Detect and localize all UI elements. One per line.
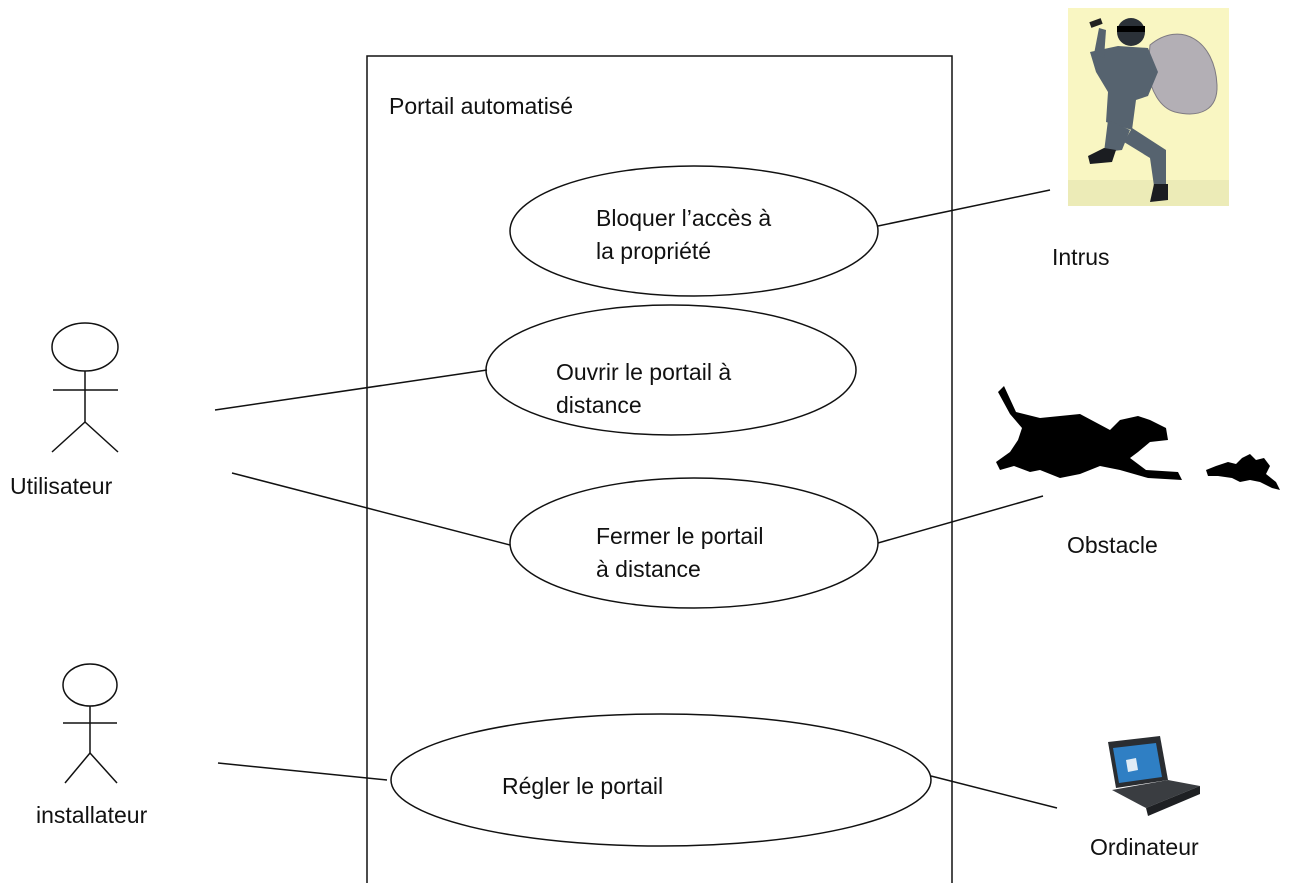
use-case-label-line: Fermer le portail <box>596 523 764 549</box>
actor-label-ordinateur: Ordinateur <box>1090 834 1199 860</box>
laptop-icon <box>1108 736 1200 816</box>
use-case-ellipse-bloquer <box>509 165 879 297</box>
system-title: Portail automatisé <box>389 93 574 119</box>
association-intrus-bloquer <box>877 189 1051 227</box>
use-case-label-fermer: Fermer le portail à distance <box>596 520 763 586</box>
burglar-icon <box>1068 8 1229 206</box>
use-case-label-line: à distance <box>596 556 701 582</box>
use-case-label-line: Bloquer l’accès à <box>596 205 772 231</box>
association-obstacle-fermer <box>877 495 1044 544</box>
use-case-ellipse-regler <box>390 713 932 847</box>
dog-silhouette-icon <box>996 386 1280 490</box>
association-ordinateur-regler <box>930 775 1058 809</box>
use-case-label-line: Régler le portail <box>502 773 664 799</box>
actor-label-utilisateur: Utilisateur <box>10 473 113 499</box>
actor-installateur-stick-figure-icon <box>62 663 118 784</box>
use-case-label-ouvrir: Ouvrir le portail à distance <box>556 356 731 422</box>
actor-utilisateur-stick-figure-icon <box>51 322 119 453</box>
actor-label-installateur: installateur <box>36 802 148 828</box>
association-utilisateur-fermer <box>231 472 511 546</box>
use-case-label-bloquer: Bloquer l’accès à la propriété <box>596 202 771 268</box>
use-case-label-line: la propriété <box>596 238 712 264</box>
association-utilisateur-ouvrir <box>214 369 488 411</box>
use-case-label-line: distance <box>556 392 642 418</box>
actor-label-obstacle: Obstacle <box>1067 532 1158 558</box>
actor-label-intrus: Intrus <box>1052 244 1110 270</box>
association-installateur-regler <box>217 762 388 781</box>
use-case-label-regler: Régler le portail <box>502 770 663 803</box>
use-case-label-line: Ouvrir le portail à <box>556 359 732 385</box>
system-boundary <box>366 55 953 883</box>
